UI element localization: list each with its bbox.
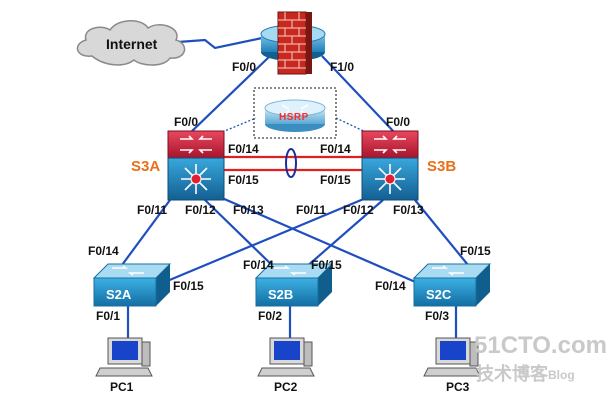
s2c-switch-icon [412,263,492,307]
s3a-trunk2-port: F0/15 [228,173,259,187]
link-s3a-s2c [221,196,421,286]
hsrp-group [253,87,337,139]
s2b-switch-icon [254,263,334,307]
network-topology: Internet F0/0 F1/0 HSRP F0/0 F0/0 S3A S3… [76,11,607,394]
router-right-interface: F1/0 [330,60,355,74]
s3a-down3-port: F0/13 [233,203,264,217]
s3b-trunk1-port: F0/14 [320,142,351,156]
pc2-computer-icon [257,337,315,377]
s2c-name: S2C [426,287,452,302]
s2b-up1-port: F0/14 [243,258,274,272]
router-firewall-icon [260,11,326,75]
etherchannel-marker [285,148,297,178]
link-s3b-s2b [304,199,384,269]
s2a-up1-port: F0/14 [88,244,119,258]
watermark-sub: 技术博客 [476,364,548,384]
pc3-computer-icon [423,337,481,377]
watermark-blog: Blog [548,368,575,382]
s3b-down1-port: F0/11 [296,203,327,217]
s2c-up1-port: F0/15 [460,244,491,258]
s2a-up2-port: F0/15 [173,279,204,293]
s3b-name: S3B [427,158,457,175]
link-s3b-s2c [414,199,469,266]
s2b-pc-port: F0/2 [258,309,283,323]
s2c-pc-port: F0/3 [425,309,450,323]
pc1-label: PC1 [110,380,134,394]
s3b-uplink-port: F0/0 [386,115,411,129]
s2b-name: S2B [268,287,294,302]
s3a-trunk1-port: F0/14 [228,142,259,156]
link-internet-router [177,36,263,50]
s3a-switch-icon [167,130,225,201]
link-s3b-s2a [159,196,367,286]
pc1-computer-icon [95,337,153,377]
link-s3a-s2a [121,199,171,266]
s3b-trunk2-port: F0/15 [320,173,351,187]
s2a-switch-icon [92,263,172,307]
link-router-s3b [321,55,396,134]
topology-canvas [76,11,492,377]
s3a-down1-port: F0/11 [137,203,168,217]
s3a-name: S3A [131,158,161,175]
hsrp-label: HSRP [279,112,309,123]
s3a-down2-port: F0/12 [185,203,216,217]
s2b-up2-port: F0/15 [311,258,342,272]
link-router-s3a [189,55,271,134]
s2a-name: S2A [106,287,132,302]
internet-cloud-icon [76,20,186,66]
watermark-site: 51CTO.com [474,332,607,359]
internet-label: Internet [106,36,158,52]
s3b-switch-icon [361,130,419,201]
s2c-up2-port: F0/14 [375,279,406,293]
s3b-down3-port: F0/13 [393,203,424,217]
pc2-label: PC2 [274,380,298,394]
s2a-pc-port: F0/1 [96,309,121,323]
router-left-interface: F0/0 [232,60,257,74]
s3b-down2-port: F0/12 [343,203,374,217]
link-s3a-s2b [204,199,276,269]
s3a-uplink-port: F0/0 [174,115,199,129]
pc3-label: PC3 [446,380,470,394]
hsrp-link-s3a [214,117,257,136]
